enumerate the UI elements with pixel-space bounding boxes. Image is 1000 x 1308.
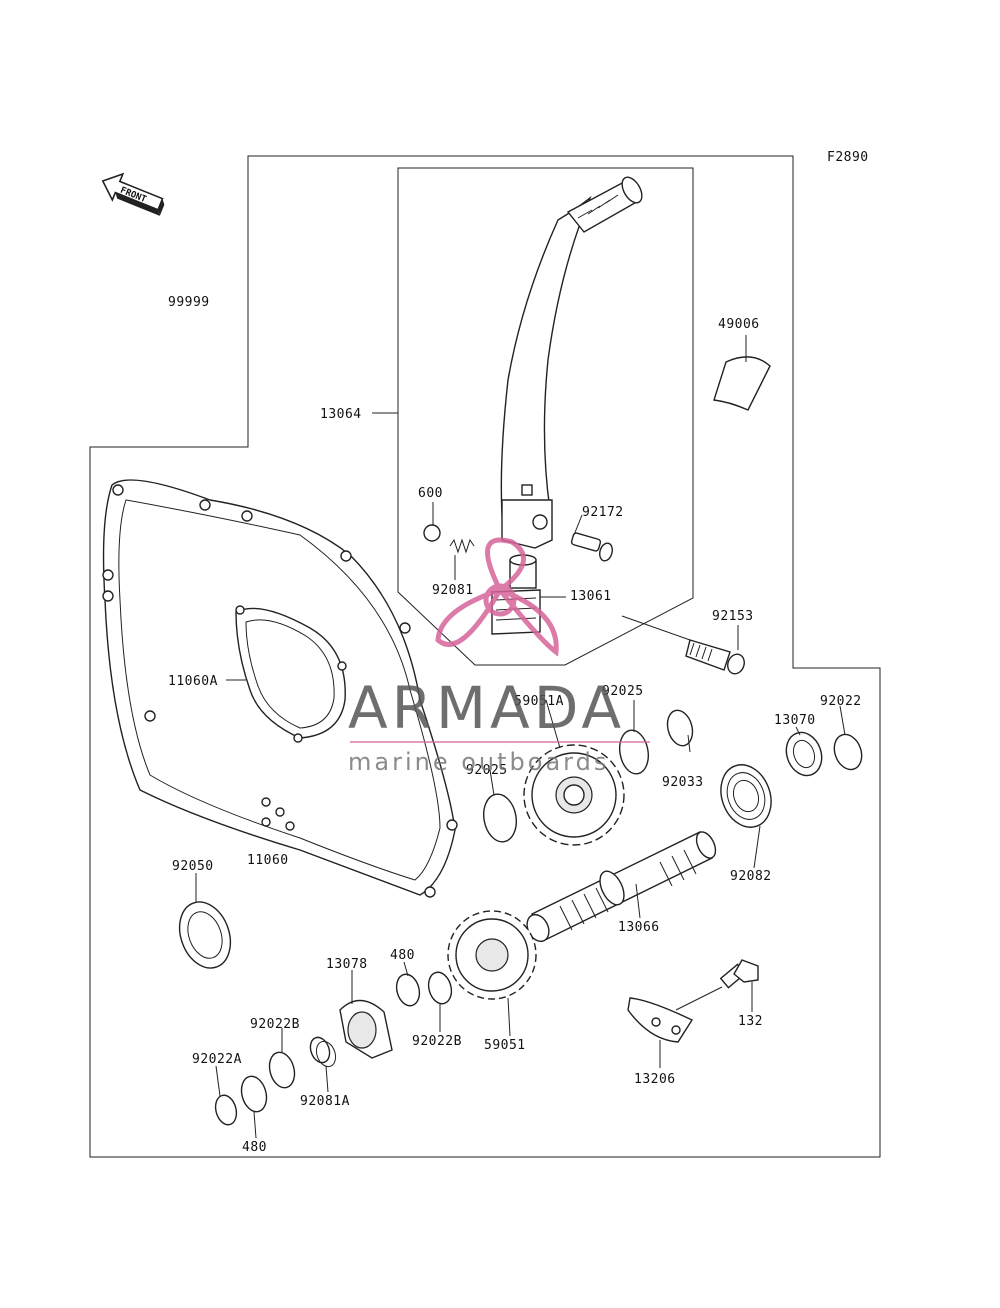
circlip-92033: [666, 709, 694, 747]
front-arrow-icon: FRONT: [101, 172, 165, 216]
label-92022B-upper: 92022B: [412, 1034, 462, 1049]
washer-92025-upper: [618, 729, 650, 775]
rubber-boot: [713, 356, 771, 411]
watermark-brand: ARMADA: [348, 674, 625, 742]
label-480-upper: 480: [390, 948, 415, 963]
label-13206: 13206: [634, 1072, 676, 1087]
washer-92022A: [214, 1094, 238, 1126]
part-labels: 99999 13064 49006 600 92172 92081 13061 …: [168, 295, 862, 1155]
gasket-bolt-holes: [102, 484, 458, 898]
label-49006: 49006: [718, 317, 760, 332]
assembly-boundary: [89, 155, 881, 1158]
washer-92022: [833, 733, 863, 771]
kick-gear-lower: [447, 910, 537, 1000]
label-92082: 92082: [730, 869, 772, 884]
kick-pedal-lever: [500, 176, 643, 549]
label-59051: 59051: [484, 1038, 526, 1053]
ratchet-gear: [339, 999, 393, 1059]
idle-gear-upper: [523, 744, 625, 846]
label-92033: 92033: [662, 775, 704, 790]
spring-collar: [785, 731, 823, 777]
label-600: 600: [418, 486, 443, 501]
clamp-bolt: [685, 639, 745, 675]
label-13070: 13070: [774, 713, 816, 728]
figure-code: F2890: [827, 150, 869, 165]
watermark: ARMADA marine outboards: [348, 537, 650, 776]
inner-gasket: [235, 607, 346, 739]
circlip-480-upper: [395, 973, 421, 1007]
label-132: 132: [738, 1014, 763, 1029]
circlip-480-lower: [240, 1075, 268, 1113]
oil-seal: [178, 901, 232, 969]
label-13064: 13064: [320, 407, 362, 422]
label-92022: 92022: [820, 694, 862, 709]
label-480-lower: 480: [242, 1140, 267, 1155]
label-92153: 92153: [712, 609, 754, 624]
label-13078: 13078: [326, 957, 368, 972]
kick-shaft: [526, 831, 717, 943]
leader-lines: [195, 335, 846, 1139]
detent-spring: [449, 538, 475, 554]
washer-92022B-lower: [268, 1051, 296, 1089]
guide-bolt: [719, 959, 759, 989]
label-92081: 92081: [432, 583, 474, 598]
washer-92022B-upper: [427, 971, 453, 1005]
propeller-logo-icon: [435, 537, 559, 657]
label-59051A: 59051A: [514, 694, 564, 709]
label-92025-upper: 92025: [602, 684, 644, 699]
label-92081A: 92081A: [300, 1094, 350, 1109]
label-11060: 11060: [247, 853, 289, 868]
label-92022B-lower: 92022B: [250, 1017, 300, 1032]
kick-pedal-subframe: [397, 167, 694, 666]
watermark-tagline: marine outboards: [348, 748, 609, 776]
torsion-spring: [720, 764, 772, 828]
label-11060A: 11060A: [168, 674, 218, 689]
label-99999: 99999: [168, 295, 210, 310]
pivot-bolt: [570, 532, 613, 562]
label-92025-lower: 92025: [466, 763, 508, 778]
label-92172: 92172: [582, 505, 624, 520]
label-92050: 92050: [172, 859, 214, 874]
label-92022A: 92022A: [192, 1052, 242, 1067]
label-13061: 13061: [570, 589, 612, 604]
steel-ball: [423, 524, 441, 542]
washer-92025-lower: [483, 793, 517, 843]
spring-92081A: [309, 1036, 337, 1068]
label-13066: 13066: [618, 920, 660, 935]
